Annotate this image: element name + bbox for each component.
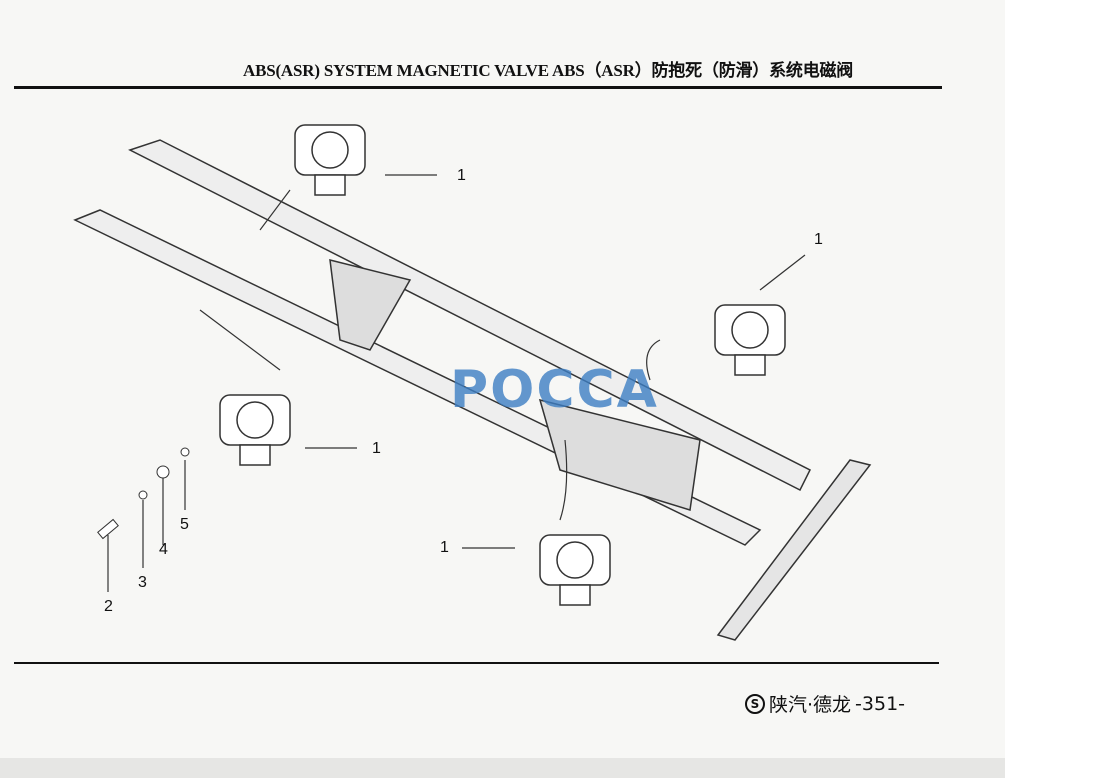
magnetic-valve: [539, 534, 611, 606]
rear-bumper: [716, 459, 872, 641]
leader-lines: [107, 174, 806, 592]
shaanxi-logo-icon: S: [745, 693, 765, 714]
fasteners: [97, 447, 190, 540]
callout-4: 4: [159, 541, 168, 558]
scan-edge: [0, 758, 1005, 778]
magnetic-valve: [294, 124, 366, 196]
bottom-rule: [14, 662, 939, 664]
callout-2: 2: [104, 598, 113, 615]
watermark: POCCA: [450, 360, 659, 420]
catalog-page: [0, 0, 1005, 778]
callout-1: 1: [440, 539, 449, 556]
page-title: ABS(ASR) SYSTEM MAGNETIC VALVE ABS（ASR）防…: [243, 61, 854, 80]
top-rule: [14, 86, 942, 89]
page-footer: S 陕汽·德龙 -351-: [745, 690, 905, 717]
brand-name: 陕汽·德龙: [769, 694, 852, 716]
magnetic-valve: [714, 304, 786, 376]
frame-rail-upper: [128, 139, 812, 492]
callout-5: 5: [180, 516, 189, 533]
callout-1: 1: [372, 440, 381, 457]
magnetic-valve: [219, 394, 291, 466]
callout-3: 3: [138, 574, 147, 591]
parts-diagram: [73, 124, 872, 641]
callout-1: 1: [457, 167, 466, 184]
cross-member: [329, 259, 412, 351]
valves: [219, 124, 786, 606]
page-number: -351-: [855, 692, 906, 715]
rear-frame-plate: [538, 398, 701, 511]
callout-1: 1: [814, 231, 823, 248]
